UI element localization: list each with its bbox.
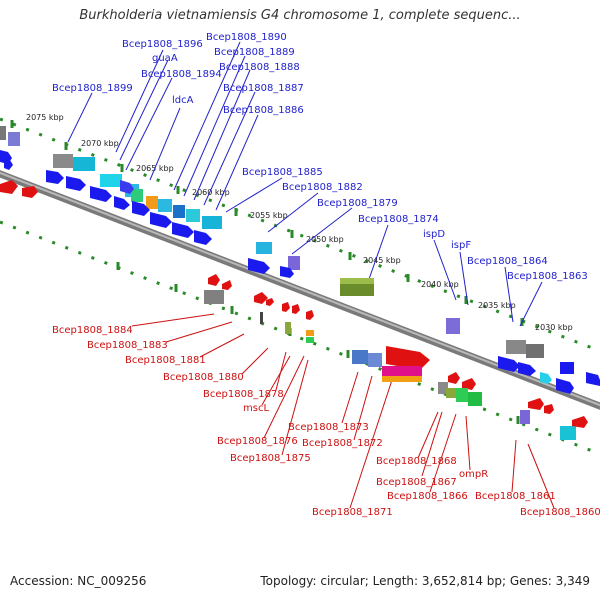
gene-label[interactable]: Bcep1808_1873 (288, 422, 369, 433)
gene-label[interactable]: Bcep1808_1864 (467, 256, 548, 267)
gene-label[interactable]: Bcep1808_1886 (223, 105, 304, 116)
gene-label[interactable]: Bcep1808_1868 (376, 456, 457, 467)
gene-label[interactable]: Bcep1808_1889 (214, 47, 295, 58)
gene-label[interactable]: Bcep1808_1878 (203, 389, 284, 400)
gene-label[interactable]: Bcep1808_1894 (141, 69, 222, 80)
map-title: Burkholderia vietnamiensis G4 chromosome… (79, 8, 521, 23)
gene-label[interactable]: Bcep1808_1888 (219, 62, 300, 73)
reverse-features (0, 180, 588, 440)
tick-label: 2060 kbp (192, 188, 230, 197)
tick-label: 2035 kbp (478, 301, 516, 310)
gene-label[interactable]: Bcep1808_1867 (376, 477, 457, 488)
gene-label[interactable]: Bcep1808_1860 (520, 507, 600, 518)
tick-label: 2070 kbp (81, 139, 119, 148)
gene-label[interactable]: ompR (459, 469, 488, 480)
forward-gene-labels: Bcep1808_1896 guaA Bcep1808_1894 Bcep180… (52, 32, 588, 282)
gene-label[interactable]: Bcep1808_1874 (358, 214, 439, 225)
genome-summary-text: Topology: circular; Length: 3,652,814 bp… (260, 574, 590, 588)
reverse-gene-labels: Bcep1808_1884 Bcep1808_1883 Bcep1808_188… (52, 325, 600, 518)
gene-label[interactable]: guaA (152, 53, 178, 64)
tick-label: 2045 kbp (363, 256, 401, 265)
gene-label[interactable]: Bcep1808_1885 (242, 167, 323, 178)
tick-label: 2040 kbp (421, 280, 459, 289)
forward-leader-lines (67, 41, 543, 327)
gene-label[interactable]: ispF (451, 240, 471, 251)
tick-label: 2055 kbp (250, 211, 288, 220)
tick-label: 2075 kbp (26, 113, 64, 122)
forward-features (0, 126, 600, 394)
gene-label[interactable]: Bcep1808_1871 (312, 507, 393, 518)
gene-label[interactable]: Bcep1808_1896 (122, 39, 203, 50)
gene-label[interactable]: Bcep1808_1866 (387, 491, 468, 502)
gene-label[interactable]: Bcep1808_1882 (282, 182, 363, 193)
gene-label[interactable]: Bcep1808_1880 (163, 372, 244, 383)
tick-label: 2050 kbp (306, 235, 344, 244)
gene-label[interactable]: Bcep1808_1884 (52, 325, 133, 336)
kbp-ticks: 2075 kbp 2070 kbp 2065 kbp 2060 kbp 2055… (26, 113, 573, 332)
reverse-leader-lines (131, 313, 555, 509)
gene-label[interactable]: Bcep1808_1890 (206, 32, 287, 43)
accession-text: Accession: NC_009256 (10, 574, 147, 588)
tick-line-outer (0, 117, 600, 353)
kbp-tick-marks (10, 120, 524, 424)
gene-label[interactable]: Bcep1808_1879 (317, 198, 398, 209)
gene-label[interactable]: Bcep1808_1887 (223, 83, 304, 94)
gene-label[interactable]: Bcep1808_1861 (475, 491, 556, 502)
gene-label[interactable]: Bcep1808_1875 (230, 453, 311, 464)
tick-label: 2030 kbp (535, 323, 573, 332)
gene-label[interactable]: Bcep1808_1872 (302, 438, 383, 449)
gene-label[interactable]: ispD (423, 229, 445, 240)
gene-label[interactable]: ldcA (172, 95, 194, 106)
gene-label[interactable]: Bcep1808_1899 (52, 83, 133, 94)
gene-label[interactable]: Bcep1808_1881 (125, 355, 206, 366)
gene-label[interactable]: Bcep1808_1876 (217, 436, 298, 447)
gene-label[interactable]: Bcep1808_1863 (507, 271, 588, 282)
gene-label[interactable]: mscL (243, 403, 269, 414)
gene-label[interactable]: Bcep1808_1883 (87, 340, 168, 351)
